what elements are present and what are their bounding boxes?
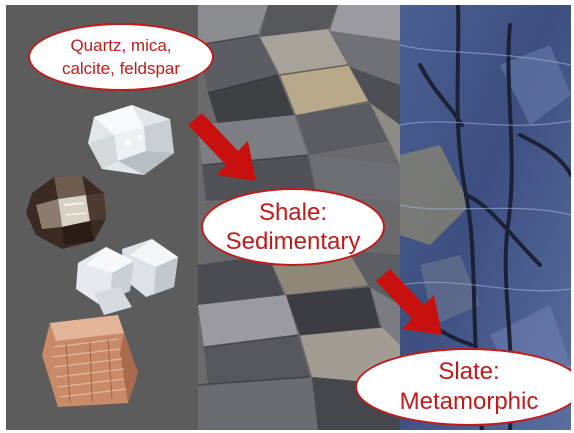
- feldspar-crystal-icon: [42, 315, 138, 407]
- arrow-down-right-icon: [376, 269, 442, 335]
- calcite-crystal-icon: [76, 239, 178, 315]
- minerals-callout: Quartz, mica, calcite, feldspar: [28, 23, 214, 91]
- quartz-crystal-icon: [88, 105, 174, 175]
- slate-callout: Slate: Metamorphic: [355, 348, 571, 426]
- arrow-down-right-icon: [188, 113, 256, 181]
- mica-crystal-icon: [26, 175, 106, 249]
- slide: Quartz, mica, calcite, feldspar Shale: S…: [6, 5, 571, 430]
- shale-callout: Shale: Sedimentary: [201, 188, 385, 266]
